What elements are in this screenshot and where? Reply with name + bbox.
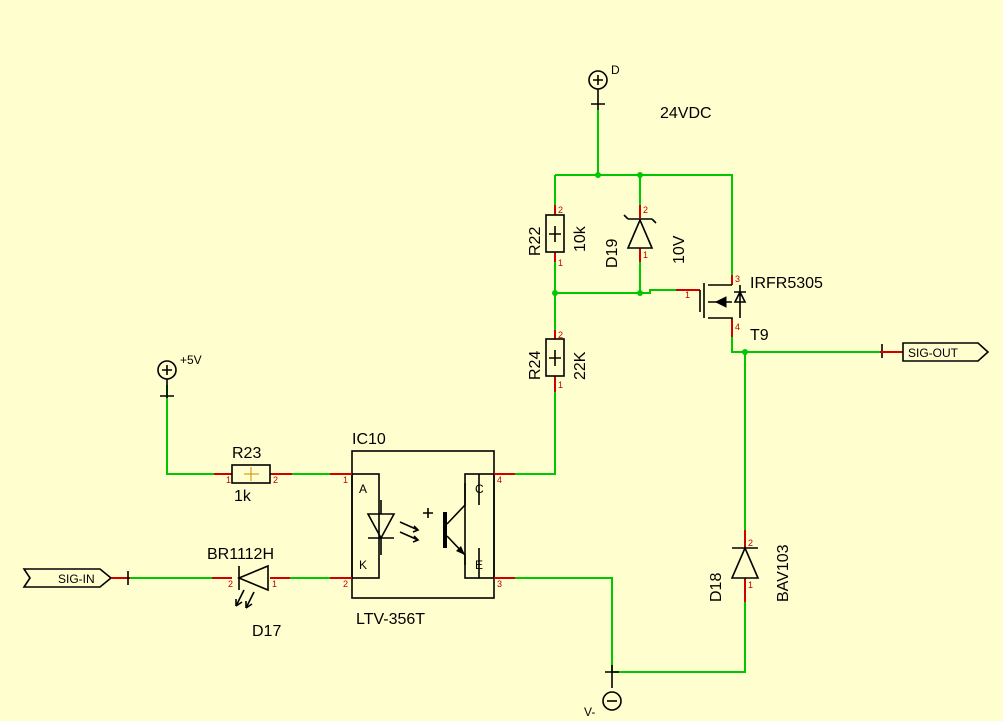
sig-out-label: SIG-OUT	[908, 346, 959, 360]
r23-ref: R23	[232, 445, 261, 462]
pin-number: 2	[558, 205, 563, 215]
zener-d19[interactable]: 2 1 D19 10V	[604, 205, 688, 268]
d18-ref: D18	[708, 573, 725, 602]
d17-ref: D17	[252, 623, 281, 640]
ic10-value: LTV-356T	[356, 611, 425, 628]
d18-value: BAV103	[775, 544, 792, 602]
led-d17[interactable]: 2 1 BR1112H D17	[207, 546, 290, 640]
port-sig-in[interactable]: SIG-IN	[22, 568, 130, 588]
power-plus5-label: +5V	[180, 353, 202, 367]
wire-r24-collector[interactable]	[515, 392, 556, 475]
pin-number: 2	[273, 475, 278, 485]
ic10-ref: IC10	[352, 431, 386, 448]
pin-number: 1	[272, 579, 277, 589]
port-sig-out[interactable]: SIG-OUT	[880, 342, 990, 362]
junction-dot	[637, 172, 643, 178]
d17-value: BR1112H	[207, 546, 274, 563]
pin-number: 1	[643, 250, 648, 260]
ic10-pin-a-label: A	[359, 482, 367, 496]
power-vminus[interactable]: V-	[584, 665, 622, 719]
wire-vminus-bus[interactable]	[612, 602, 746, 673]
diode-d18[interactable]: 2 1 D18 BAV103	[708, 530, 792, 602]
pin-number: 3	[497, 579, 502, 589]
wire-t9-source[interactable]	[731, 337, 745, 353]
pin-number: 2	[643, 205, 648, 215]
r24-ref: R24	[527, 351, 544, 380]
pin-number: 1	[748, 580, 753, 590]
power-d[interactable]: D	[588, 63, 620, 110]
pin-number: 1	[558, 380, 563, 390]
r22-ref: R22	[527, 227, 544, 256]
pin-number: 1	[226, 475, 231, 485]
t9-ref: T9	[750, 327, 769, 344]
pin-number: 1	[558, 258, 563, 268]
d19-value: 10V	[671, 235, 688, 264]
mosfet-t9[interactable]: 3 1 4 IRFR5305 T9	[676, 274, 823, 344]
d19-ref: D19	[604, 239, 621, 268]
wires	[130, 110, 880, 673]
power-d-label: D	[611, 63, 620, 77]
r23-value: 1k	[234, 488, 252, 505]
pin-number: 2	[343, 579, 348, 589]
pin-number: 1	[685, 290, 690, 300]
pin-number: 2	[228, 579, 233, 589]
r24-value: 22K	[572, 351, 589, 380]
pin-number: 4	[735, 322, 740, 332]
t9-value: IRFR5305	[750, 275, 823, 292]
resistor-r23[interactable]: 1 2 R23 1k	[214, 445, 292, 505]
pin-number: 4	[497, 475, 502, 485]
sig-in-label: SIG-IN	[58, 572, 95, 586]
optocoupler-ic10[interactable]: 1 2 4 3 A K C E IC10 LTV-356T	[330, 431, 515, 628]
power-vminus-label: V-	[584, 705, 595, 719]
resistor-r24[interactable]: 2 1 R24 22K	[527, 330, 589, 392]
ic10-pin-k-label: K	[359, 558, 367, 572]
junction-dot	[552, 290, 558, 296]
wire-gate-bus[interactable]	[555, 289, 676, 294]
pin-number: 1	[343, 475, 348, 485]
supply-voltage-label: 24VDC	[660, 105, 712, 122]
pin-number: 3	[735, 274, 740, 284]
pin-number: 2	[558, 330, 563, 340]
power-plus5[interactable]: +5V	[157, 353, 202, 398]
resistor-r22[interactable]: 2 1 R22 10k	[527, 205, 589, 268]
r22-value: 10k	[572, 225, 589, 252]
wire-emitter[interactable]	[515, 577, 613, 672]
junction-dot	[595, 172, 601, 178]
wire-plus5[interactable]	[166, 385, 214, 475]
pin-number: 2	[748, 538, 753, 548]
junction-dot	[742, 349, 748, 355]
wire-top-bus[interactable]	[555, 174, 733, 275]
junction-dot	[637, 290, 643, 296]
